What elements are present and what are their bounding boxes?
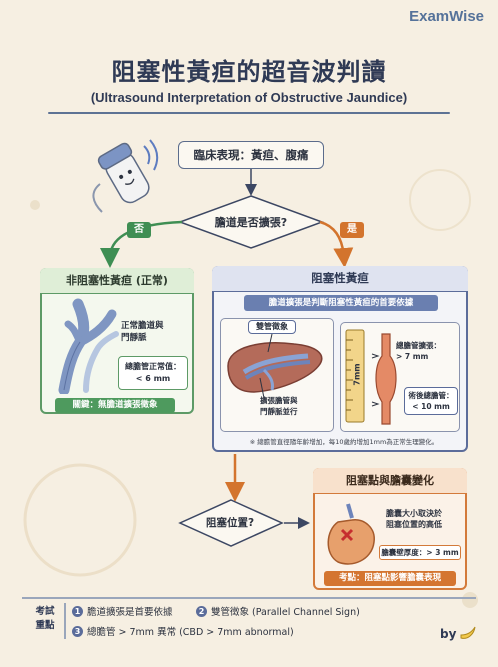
dilated-duct-illustration (371, 333, 397, 425)
ruler-label: 7mm (352, 363, 362, 386)
exam-point-2-number: 2 (196, 606, 207, 617)
age-footnote: ※ 總膽管直徑隨年齡增加，每10歲約增加1mm為正常生理變化。 (249, 438, 439, 446)
dilated-cbd-line1: 總膽管擴張： (396, 341, 441, 350)
gallbladder-size-line1: 膽囊大小取決於 (386, 509, 442, 518)
no-branch-label: 否 (127, 222, 151, 238)
post-op-cbd-value: < 10 mm (412, 402, 450, 411)
pointer-lines (259, 333, 273, 399)
title-divider (48, 112, 450, 114)
non-obstructive-title: 非阻塞性黃疸 (正常) (40, 268, 194, 294)
parallel-channel-line2: 門靜脈並行 (260, 407, 298, 416)
parallel-channel-label: 擴張膽管與 門靜脈並行 (260, 395, 326, 417)
exam-points-label-line2: 重點 (35, 620, 55, 631)
yes-branch-label: 是 (340, 222, 364, 238)
credit-by: by (440, 627, 457, 641)
normal-vessels-illustration (58, 298, 119, 394)
liver-illustration (227, 342, 323, 393)
exam-points-separator (64, 603, 66, 639)
exam-point-1-number: 1 (72, 606, 83, 617)
exam-point-3-number: 3 (72, 626, 83, 637)
dilated-cbd-label: 總膽管擴張： > 7 mm (396, 340, 458, 362)
double-track-sign-label: 雙管徵象 (248, 320, 296, 334)
decision-question: 膽道是否擴張? (214, 216, 288, 229)
normal-cbd-value-box: 總膽管正常值： < 6 mm (118, 356, 188, 390)
post-op-cbd-box: 術後總膽管： < 10 mm (404, 387, 458, 415)
gallbladder-size-line2: 阻塞位置的高低 (386, 520, 442, 529)
exam-point-2: 2 雙管徵象 (Parallel Channel Sign) (196, 604, 360, 618)
exam-point-1: 1 膽道擴張是首要依據 (72, 604, 173, 618)
normal-cbd-label: 總膽管正常值： (125, 362, 181, 371)
gallbladder-wall-value: 膽囊壁厚度：> 3 mm (379, 545, 461, 560)
ultrasound-probe-icon (92, 139, 159, 213)
exam-points-label-line1: 考試 (35, 606, 55, 617)
exam-point-2-text: 雙管徵象 (Parallel Channel Sign) (211, 607, 360, 618)
obstruction-position-question: 阻塞位置? (205, 517, 255, 529)
normal-vessels-label: 正常膽道與 門靜脈 (121, 320, 181, 344)
gallbladder-size-label: 膽囊大小取決於 阻塞位置的高低 (386, 508, 466, 530)
banana-icon (460, 626, 476, 639)
obstructive-title: 阻塞性黃疸 (212, 266, 468, 292)
page-title: 阻塞性黃疸的超音波判讀 (111, 58, 387, 86)
gallbladder-title: 阻塞點與膽囊變化 (313, 468, 467, 494)
page-subtitle: (Ultrasound Interpretation of Obstructiv… (90, 90, 408, 105)
post-op-cbd-label: 術後總膽管： (408, 391, 454, 400)
exam-point-1-text: 膽道擴張是首要依據 (87, 607, 173, 618)
obstructive-primary-criterion: 膽道擴張是判斷阻塞性黃疸的首要依據 (244, 295, 438, 311)
exam-points-label: 考試 重點 (32, 605, 58, 633)
parallel-channel-line1: 擴張膽管與 (260, 396, 298, 405)
clinical-presentation-box: 臨床表現：黃疸、腹痛 (178, 141, 324, 169)
non-obstructive-key-point: 關鍵：無膽道擴張徵象 (55, 398, 175, 413)
gallbladder-key-point: 考點：阻塞點影響膽囊表現 (324, 571, 456, 586)
normal-cbd-value: < 6 mm (135, 374, 171, 383)
dilated-cbd-value: > 7 mm (396, 352, 429, 361)
exam-point-3-text: 總膽管 > 7mm 異常 (CBD > 7mm abnormal) (87, 627, 294, 638)
gallbladder-illustration (327, 503, 375, 565)
brand-logo: ExamWise (409, 8, 484, 25)
normal-vessels-label-line2: 門靜脈 (121, 333, 147, 343)
ruler-illustration (345, 329, 365, 423)
exam-point-3: 3 總膽管 > 7mm 異常 (CBD > 7mm abnormal) (72, 624, 294, 638)
footer-divider (22, 597, 476, 599)
normal-vessels-label-line1: 正常膽道與 (121, 321, 164, 331)
